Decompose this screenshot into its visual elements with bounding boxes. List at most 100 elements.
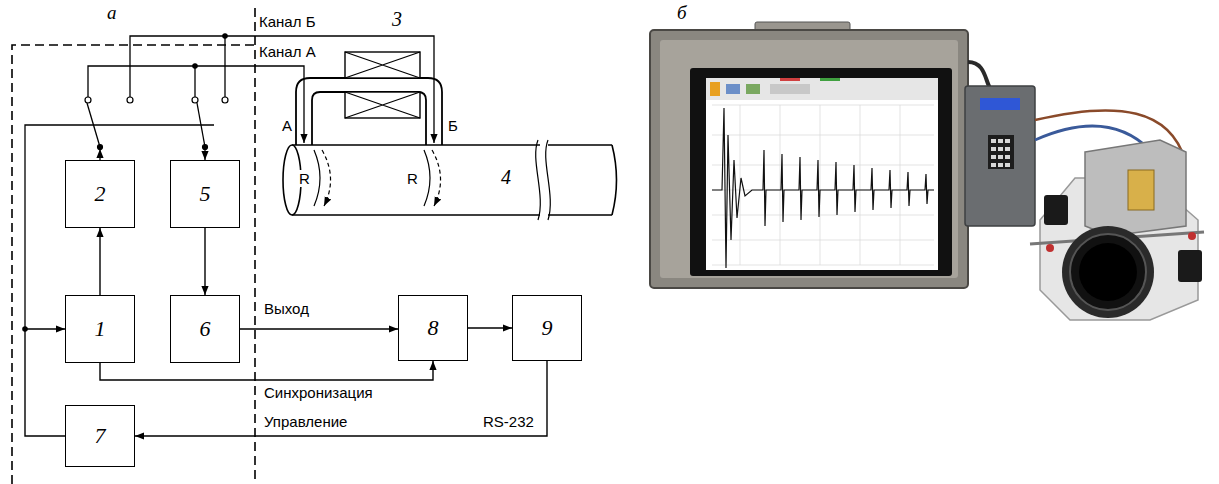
block-box: 9 [512, 295, 582, 361]
signal-label: Выход [263, 300, 310, 317]
device-photo-part [746, 84, 760, 94]
switch-contacts-part [98, 145, 103, 150]
block-box: 6 [170, 295, 240, 363]
device-photo-part [980, 98, 1020, 110]
signal-connector [99, 228, 100, 295]
part-label: Канал Б [258, 13, 316, 30]
device-photo-part-part [991, 139, 996, 143]
device-photo-part [1070, 234, 1146, 310]
device-photo-part [1085, 140, 1186, 236]
device-photo-part [991, 139, 1010, 167]
device-photo-part [660, 40, 958, 278]
transducer-drawing-part [345, 52, 420, 78]
part-label: R [406, 170, 419, 187]
device-photo-part [1188, 232, 1196, 240]
device-photo-part-part [998, 139, 1003, 143]
part-label: RS-232 [482, 413, 535, 430]
block-number: 2 [95, 182, 106, 206]
signal-connector [135, 361, 547, 436]
signal-connector [240, 328, 398, 329]
wave-arrows-part [424, 150, 430, 206]
device-photo-part-part [991, 155, 996, 159]
device-photo-part [710, 82, 720, 96]
device-photo-part [1128, 170, 1154, 210]
device-photo-part [650, 30, 968, 288]
pipe-drawing-part [536, 140, 541, 220]
pipe-drawing [283, 140, 617, 220]
device-photo-part-part [1005, 163, 1010, 167]
wave-arrows-part [314, 150, 320, 206]
block-box: 1 [65, 295, 135, 363]
transducer-drawing-part [345, 92, 420, 118]
device-photo-part [988, 135, 1014, 169]
device-photo-part-part [712, 105, 934, 265]
device-photo-part [706, 78, 938, 270]
signal-connector [100, 361, 433, 380]
block-number: 8 [428, 316, 439, 340]
transducer-drawing-part [345, 92, 420, 118]
part-label: Б [447, 117, 459, 134]
device-photo-part-part [991, 163, 996, 167]
block-number: 7 [95, 424, 106, 448]
pipe-drawing-part [292, 145, 540, 215]
pipe-drawing-part [548, 145, 612, 215]
signal-connector [25, 329, 65, 436]
part-label: а [106, 2, 118, 24]
device-photo-part [690, 68, 952, 276]
wave-arrows [314, 150, 441, 206]
transducer-drawing [296, 52, 442, 145]
switch-wiring-part [130, 36, 434, 143]
device-photo-part [780, 78, 800, 81]
part-label: б [676, 2, 688, 24]
block-box: 2 [65, 160, 135, 228]
pipe-drawing-part [546, 140, 551, 220]
signal-label: Синхронизация [263, 384, 374, 401]
device-photo-part [1046, 244, 1054, 252]
enclosure-dashed-part [12, 45, 255, 484]
device-photo-part-part [1005, 155, 1010, 159]
device-photo-part [726, 84, 740, 94]
block-number: 5 [200, 182, 211, 206]
pipe-drawing-part [292, 145, 612, 215]
switch-wiring-part [99, 149, 100, 160]
switch-contacts-part [192, 97, 198, 103]
switch-wiring-part [88, 66, 304, 143]
device-photo-part [712, 105, 934, 265]
switch-contacts-part [127, 97, 133, 103]
switch-wiring-part [224, 36, 225, 97]
switch-contacts-part [222, 97, 228, 103]
block-number: 6 [200, 317, 211, 341]
signal-connector [468, 327, 512, 328]
device-photo-part-part [998, 155, 1003, 159]
device-photo-part [1062, 226, 1154, 318]
device-photo-part [712, 108, 934, 268]
enclosure-dashed [12, 8, 255, 484]
device-photo-part [965, 86, 1035, 226]
device-photo-part [968, 62, 990, 88]
device-photo [650, 22, 1204, 320]
wave-arrows-part [432, 150, 441, 206]
signal-label: Управление [263, 413, 348, 430]
switch-contacts-part [203, 145, 208, 150]
device-photo-part-part [1005, 139, 1010, 143]
enclosure-dashed-part [254, 8, 256, 484]
part-label: А [281, 117, 293, 134]
block-box: 7 [65, 405, 135, 467]
transducer-drawing-part [296, 78, 442, 145]
device-photo-part-part [991, 147, 996, 151]
signal-connector [204, 228, 205, 295]
device-photo-part [1044, 195, 1068, 225]
device-photo-part-part [1005, 147, 1010, 151]
device-photo-part [1079, 243, 1137, 301]
switch-contacts-part [85, 97, 91, 103]
transducer-drawing-part [345, 52, 420, 78]
wave-arrows-part [322, 150, 331, 206]
block-box: 8 [398, 295, 468, 361]
part-label: Канал А [258, 43, 317, 60]
switch-contacts-part [193, 64, 197, 68]
block-number: 1 [95, 317, 106, 341]
transducer-drawing-part [312, 92, 426, 145]
device-photo-part [1178, 250, 1202, 282]
block-box: 5 [170, 160, 240, 228]
